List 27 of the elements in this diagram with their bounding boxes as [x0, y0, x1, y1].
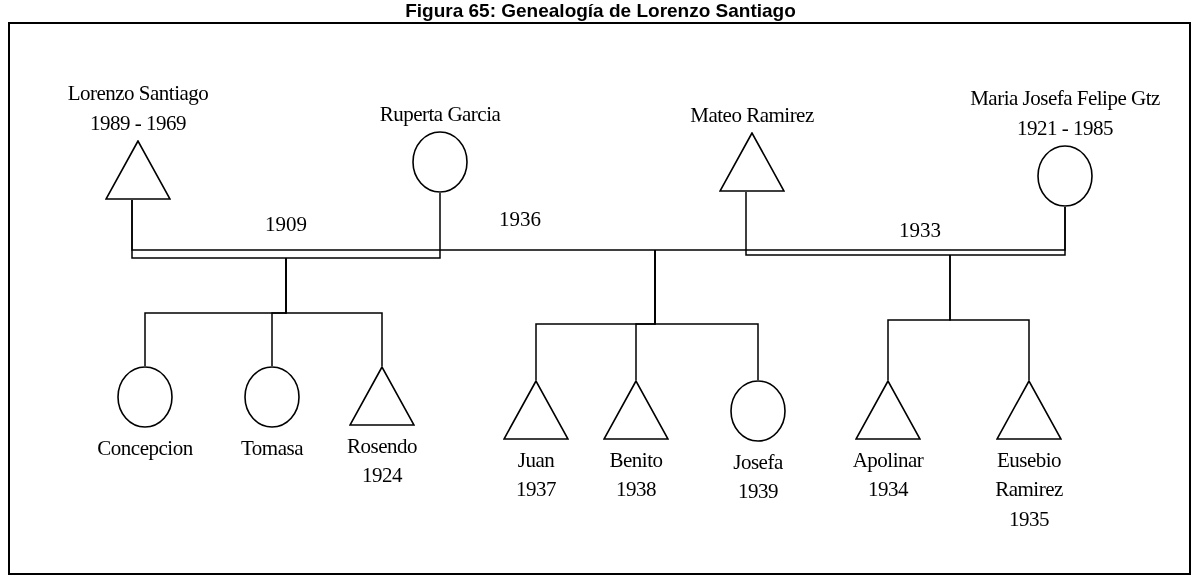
descent-line: [654, 249, 759, 381]
person-dates: 1934: [868, 476, 908, 504]
person-dates: 1937: [516, 476, 556, 504]
person-name: Juan: [517, 447, 555, 474]
person-dates: 1989 - 1969: [90, 109, 186, 137]
person-name: Eusebio Ramirez: [994, 447, 1064, 504]
person-dates: 1921 - 1985: [1017, 114, 1113, 142]
marriage-line: [745, 191, 1066, 256]
marriage-line: [131, 192, 441, 259]
person-name: Ruperta Garcia: [379, 100, 501, 128]
person-name: Apolinar: [852, 447, 924, 474]
person-dates: 1939: [738, 478, 778, 506]
marriage-line: [131, 199, 1066, 251]
person-name: Benito: [609, 447, 663, 474]
person-dates: 1938: [616, 476, 656, 504]
person-dates: 1935: [1009, 505, 1049, 533]
person-name: Concepcion: [97, 435, 193, 462]
person-name: Maria Josefa Felipe Gtz: [970, 85, 1160, 113]
person-dates: 1924: [362, 462, 402, 490]
descent-line: [285, 257, 383, 367]
person-name: Josefa: [733, 449, 783, 476]
person-name: Tomasa: [241, 435, 303, 462]
person-name: Mateo Ramirez: [690, 101, 814, 129]
person-name: Rosendo: [347, 433, 417, 460]
figure-title: Figura 65: Genealogía de Lorenzo Santiago: [404, 0, 797, 22]
descent-line: [949, 254, 1030, 381]
person-name: Lorenzo Santiago: [67, 80, 209, 108]
